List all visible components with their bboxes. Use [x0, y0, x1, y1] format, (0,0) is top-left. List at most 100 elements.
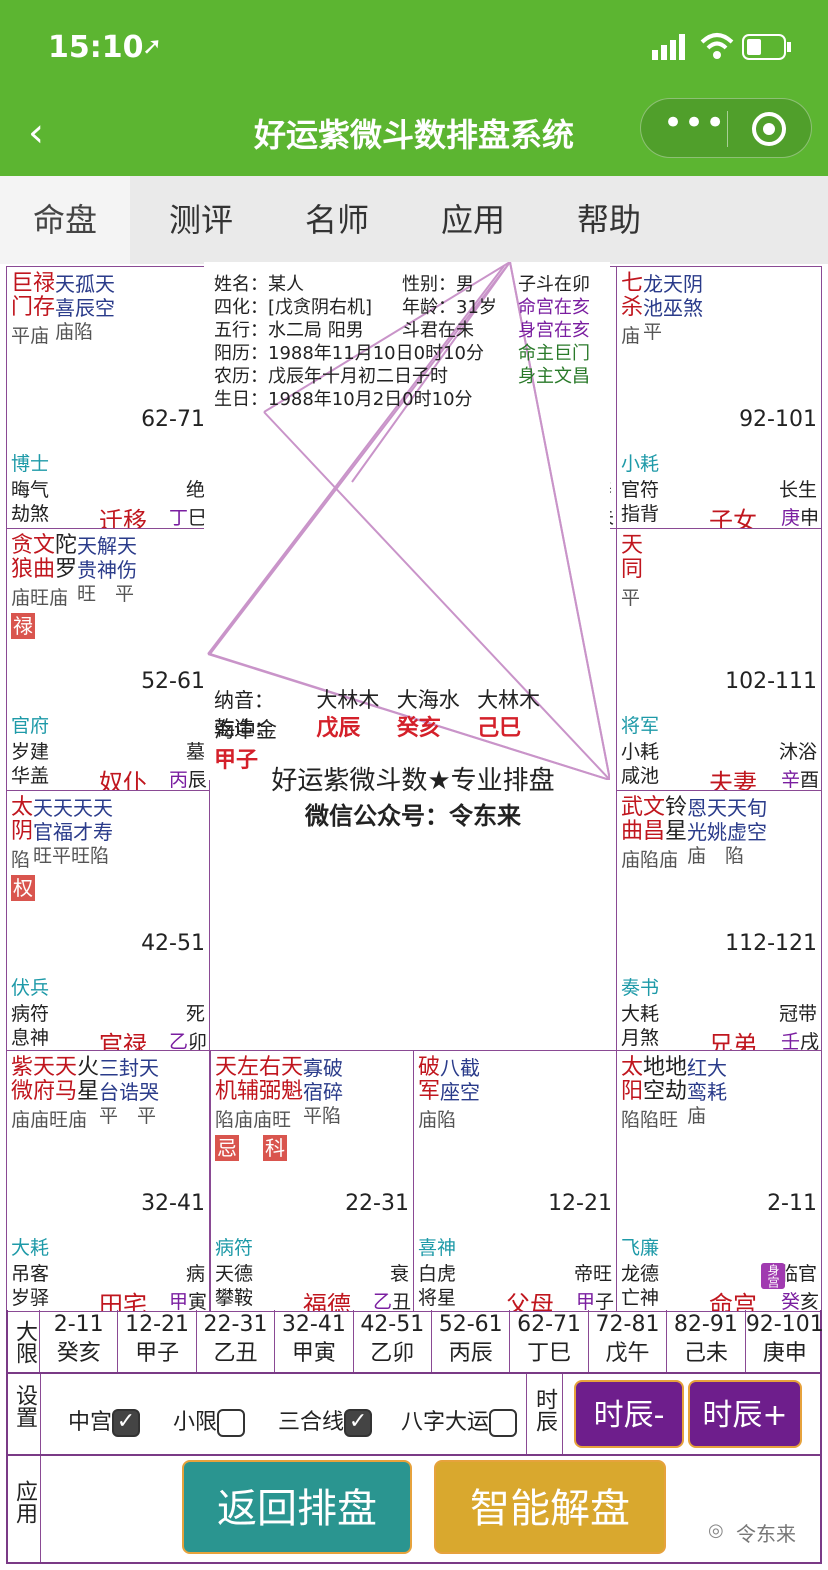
jiangqian-star: 劫煞 [11, 503, 50, 525]
god-star: 伏兵 [11, 977, 50, 999]
sihua-badge-1: 禄 [11, 613, 35, 639]
opt-zhonggong-label: 中宫 [68, 1410, 113, 1435]
suishen-star: 吊客 [11, 1263, 50, 1285]
opt-xiaoxian-checkbox[interactable] [217, 1409, 246, 1437]
decade-range: 42-51 [141, 931, 205, 956]
page-title: 好运紫微斗数排盘系统 [253, 116, 574, 154]
location-arrow-icon: ➚ [142, 32, 163, 60]
main-stars-2: 军 [418, 1079, 441, 1104]
tab-mingshi[interactable]: 名师 [304, 201, 369, 239]
palace-name: 迁移 [99, 507, 147, 529]
back-icon[interactable]: ‹ [28, 110, 44, 156]
decade-stem: 庚申 [762, 1341, 807, 1366]
aux-stars-2: 罗 [55, 557, 78, 582]
brightness-1: 平 [621, 587, 641, 609]
decade-range: 62-71 [141, 407, 205, 432]
aux-stars-1: 铃 [665, 795, 688, 820]
minor-stars-1: 龙天阴 [643, 272, 703, 296]
status-time: 15:10 [48, 30, 144, 65]
sanhe-lines [207, 262, 610, 780]
decade-range: 62-71 [517, 1312, 582, 1337]
stem-branch: 乙丑 [372, 1287, 411, 1312]
stem-branch: 庚申 [781, 503, 819, 528]
brightness-1: 平庙 [11, 325, 50, 347]
hour-plus-button[interactable]: 时辰+ [688, 1380, 802, 1448]
brightness-1: 庙庙旺庙 [11, 1109, 88, 1131]
info-mid: 斗君在未 [402, 320, 474, 341]
capsule-divider [727, 111, 728, 147]
branch: 辰 [187, 769, 207, 791]
settings-row: 设置 中宫✓ 小限 三合线✓ 八字大运 时辰 时辰- 时辰+ [6, 1374, 822, 1456]
branch: 丑 [391, 1291, 411, 1312]
jiangqian-star: 咸池 [621, 765, 660, 787]
stem: 乙 [372, 1291, 392, 1312]
info-main: 五行：水二局 阳男 [214, 320, 364, 341]
hour-minus-button[interactable]: 时辰- [574, 1380, 684, 1448]
sihua-badge-2: 科 [263, 1135, 287, 1161]
info-row: 生日：1988年10月2日0时10分 [214, 385, 610, 410]
suishen-star: 病符 [11, 1003, 50, 1025]
tab-bangzhu[interactable]: 帮助 [576, 201, 641, 239]
suishen-star: 龙德 [621, 1263, 660, 1285]
opt-xiaoxian-label: 小限 [173, 1410, 218, 1435]
main-stars-1: 太 [11, 795, 34, 820]
qianzao-0: 戊辰 [316, 716, 361, 741]
info-row: 农历：戊辰年十月初二日子时身主文昌 [214, 362, 610, 387]
tab-yingyong[interactable]: 应用 [440, 201, 505, 239]
main-stars-2: 机辅弼魁 [215, 1079, 304, 1104]
info-right: 命主巨门 [518, 343, 590, 364]
smart-reading-button[interactable]: 智能解盘 [434, 1460, 666, 1554]
palace-name: 官禄 [99, 1031, 147, 1053]
opt-sanhe-checkbox[interactable]: ✓ [344, 1409, 373, 1437]
tab-mingpan[interactable]: 命盘 [0, 176, 130, 264]
main-stars-1: 巨禄 [11, 271, 56, 296]
branch: 卯 [187, 1031, 207, 1053]
opt-bazi-checkbox[interactable] [489, 1409, 518, 1437]
aux-stars-2: 空劫 [643, 1079, 688, 1104]
stem: 甲 [168, 1291, 188, 1312]
return-chart-button[interactable]: 返回排盘 [182, 1460, 412, 1554]
god-star: 将军 [621, 715, 660, 737]
main-stars-1: 天 [621, 533, 644, 558]
minor-stars-2: 宿碎 [303, 1080, 343, 1104]
decade-stem: 丙辰 [448, 1341, 493, 1366]
main-stars-1: 天左右天 [215, 1055, 304, 1080]
sihua-badge-1: 忌 [215, 1135, 239, 1161]
brightness-1: 庙陷 [418, 1109, 457, 1131]
decade-range: 22-31 [203, 1312, 268, 1337]
stem: 丁 [168, 507, 188, 529]
decade-stem: 癸亥 [56, 1341, 101, 1366]
tab-ceping[interactable]: 测评 [168, 201, 233, 239]
branch: 戌 [799, 1031, 819, 1053]
main-stars-1: 太 [621, 1055, 644, 1080]
hour-label: 时辰 [532, 1388, 557, 1432]
changsheng: 沐浴 [778, 741, 817, 763]
more-icon[interactable]: ••• [663, 103, 727, 143]
minor-stars-2: 官福才寿 [33, 820, 113, 844]
decade-range: 112-121 [725, 931, 817, 956]
stem-branch: 辛酉 [781, 765, 819, 791]
info-right: 身主文昌 [518, 366, 590, 387]
decade-range: 92-101 [739, 407, 817, 432]
minor-stars-1: 天解天 [77, 534, 137, 558]
suishen-star: 白虎 [418, 1263, 457, 1285]
minor-stars-1: 恩天天旬 [687, 796, 767, 820]
branch: 酉 [799, 769, 819, 791]
close-target-icon[interactable] [749, 109, 789, 153]
main-stars-2: 微府马 [11, 1079, 78, 1104]
opt-zhonggong-checkbox[interactable]: ✓ [112, 1409, 141, 1437]
palace-name: 夫妻 [709, 769, 757, 791]
jiangqian-star: 指背 [621, 503, 660, 525]
main-stars-2: 狼曲 [11, 557, 56, 582]
